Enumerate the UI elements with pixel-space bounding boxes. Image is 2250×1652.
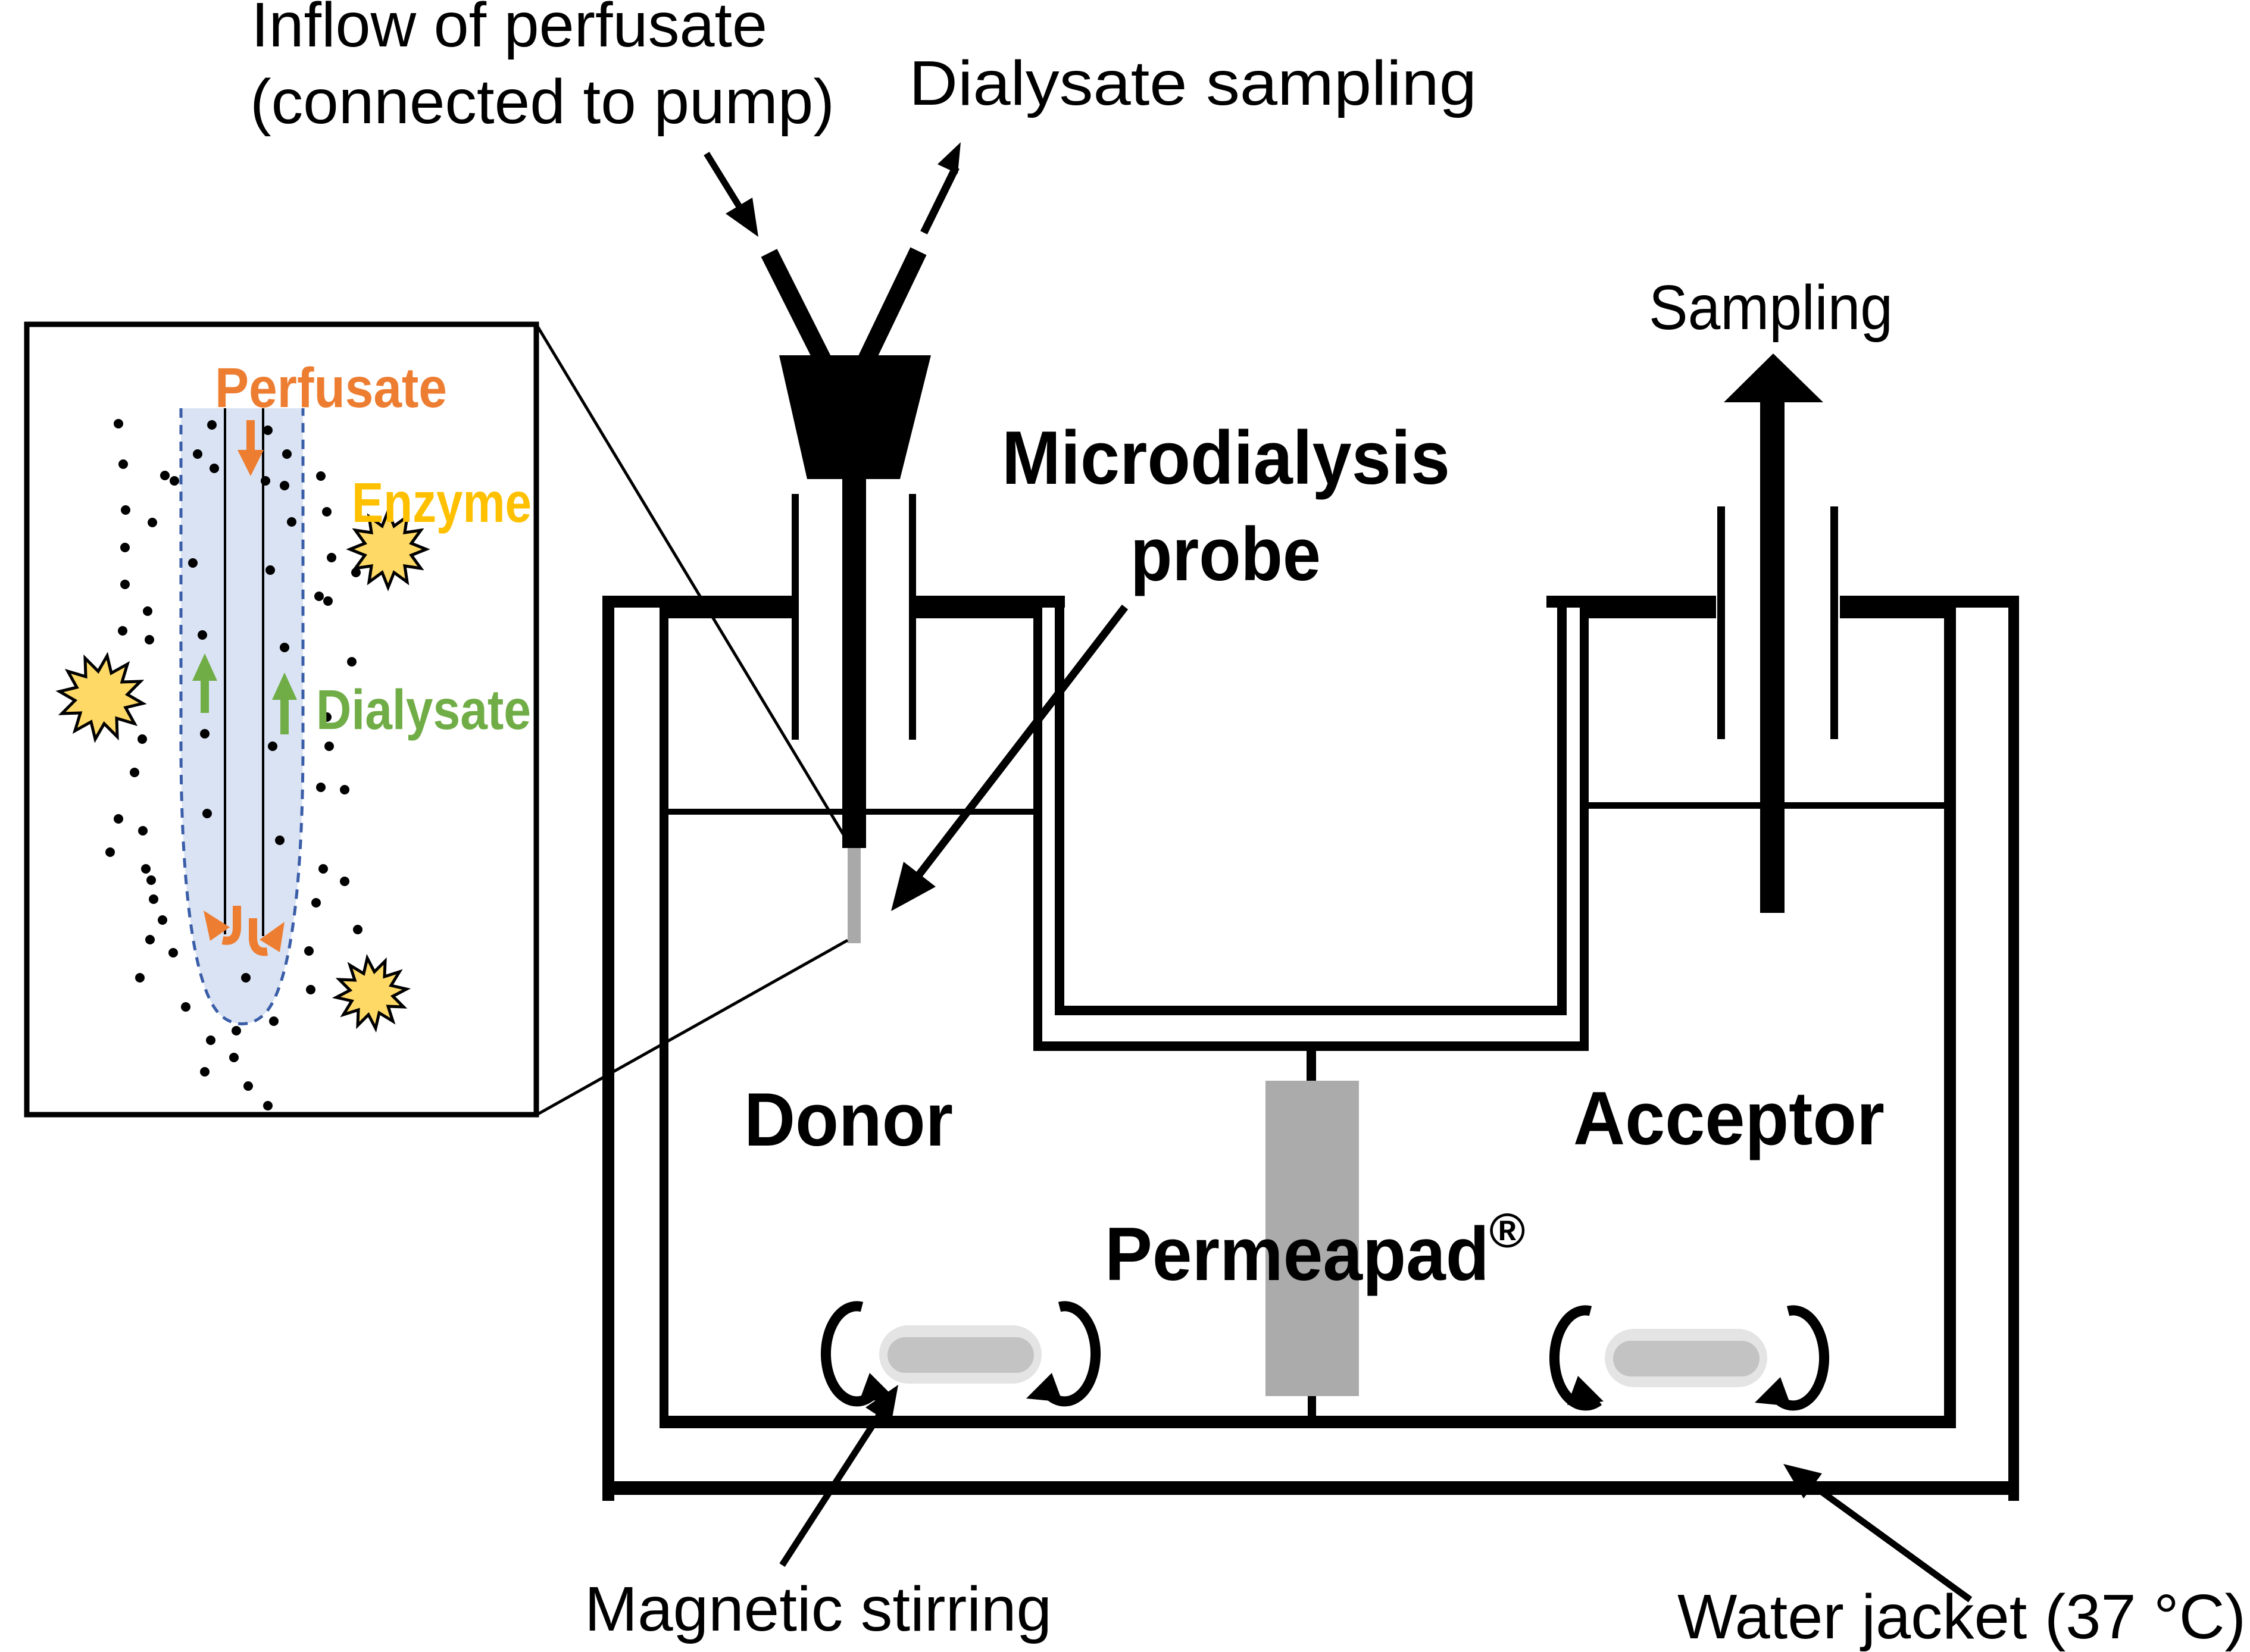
svg-text:probe: probe — [1130, 512, 1321, 596]
svg-text:®: ® — [1489, 1204, 1525, 1258]
svg-text:(connected to pump): (connected to pump) — [250, 67, 835, 137]
svg-text:Dialysate: Dialysate — [316, 678, 531, 741]
svg-text:Inflow of perfusate: Inflow of perfusate — [251, 0, 767, 60]
svg-text:Acceptor: Acceptor — [1573, 1076, 1885, 1160]
svg-text:Dialysate sampling: Dialysate sampling — [909, 48, 1477, 118]
svg-text:Magnetic stirring: Magnetic stirring — [585, 1574, 1052, 1644]
svg-text:Enzyme: Enzyme — [352, 471, 532, 534]
svg-text:Perfusate: Perfusate — [215, 356, 447, 420]
svg-text:Microdialysis: Microdialysis — [1002, 415, 1450, 500]
svg-text:Donor: Donor — [744, 1077, 953, 1162]
svg-text:Permeapad: Permeapad — [1105, 1212, 1489, 1296]
svg-text:Sampling: Sampling — [1649, 273, 1893, 343]
svg-text:Water jacket (37 °C): Water jacket (37 °C) — [1677, 1582, 2246, 1652]
